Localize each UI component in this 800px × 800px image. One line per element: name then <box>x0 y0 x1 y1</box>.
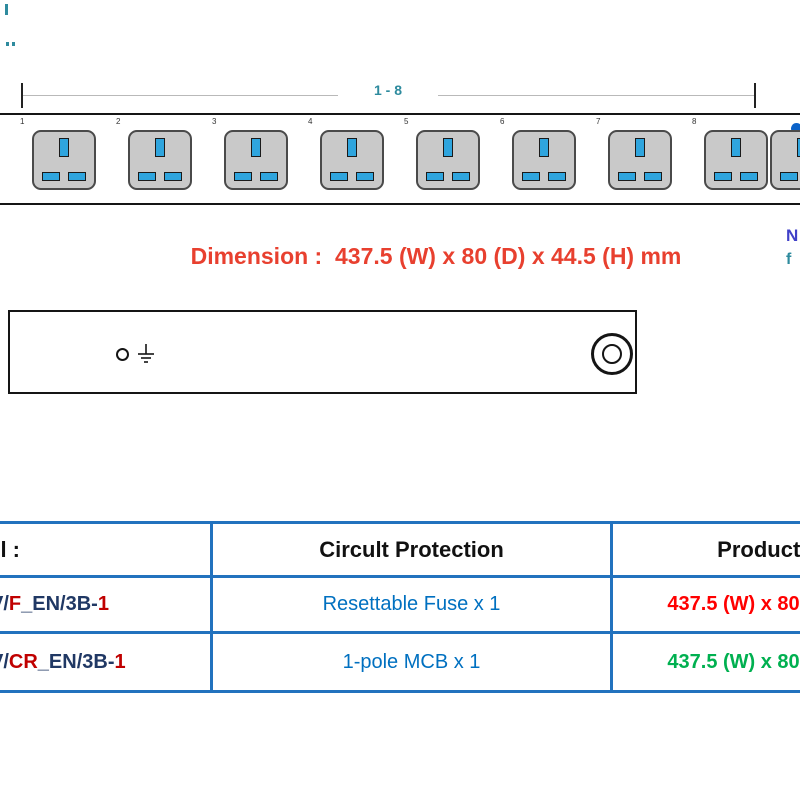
socket-number: 7 <box>596 117 601 126</box>
line-slot <box>42 172 60 181</box>
spec-table: Model : Circult Protection Product Dimen… <box>0 521 800 693</box>
model-number-row-1: V/F_EN/3B-1 <box>0 593 109 616</box>
neutral-slot <box>452 172 470 181</box>
header-dimension-label: Product Dimension <box>717 536 800 562</box>
model-cell-row-1: V/F_EN/3B-1 <box>0 578 213 634</box>
cropped-text-fragment-top: N <box>786 226 799 245</box>
dimension-value-row-2: 437.5 (W) x 80 (D) x 44.5 (H) mm <box>667 650 800 673</box>
line-slot <box>714 172 732 181</box>
neutral-slot <box>68 172 86 181</box>
socket-range-label: 1 - 8 <box>338 82 438 98</box>
model-segment: V/ <box>0 593 9 615</box>
model-segment: F <box>8 593 22 615</box>
socket-number: 5 <box>404 117 409 126</box>
neutral-slot <box>164 172 182 181</box>
earth-slot <box>797 138 800 157</box>
uk-socket <box>128 130 192 190</box>
protection-value-row-1: Resettable Fuse x 1 <box>322 593 501 615</box>
dimension-cell-row-1: 437.5 (W) x 80 (D) x 44.5 (H) mm <box>613 578 800 634</box>
neutral-slot <box>740 172 758 181</box>
dimension-tick-right <box>754 83 756 108</box>
header-protection-label: Circult Protection <box>319 536 504 562</box>
line-slot <box>780 172 798 181</box>
dimension-cell-row-2: 437.5 (W) x 80 (D) x 44.5 (H) mm <box>613 634 800 690</box>
line-slot <box>330 172 348 181</box>
model-segment: 1 <box>114 650 126 673</box>
socket-number: 2 <box>116 117 121 126</box>
earth-slot <box>251 138 261 157</box>
uk-socket <box>512 130 576 190</box>
earth-slot <box>443 138 453 157</box>
uk-socket <box>608 130 672 190</box>
earth-slot <box>347 138 357 157</box>
model-segment: _EN/3B- <box>37 650 115 673</box>
cropped-text-fragment-bottom: f <box>786 251 792 268</box>
uk-socket <box>704 130 768 190</box>
cropped-mark-top <box>5 4 8 15</box>
uk-socket <box>224 130 288 190</box>
neutral-slot <box>356 172 374 181</box>
protection-value-row-2: 1-pole MCB x 1 <box>342 650 481 673</box>
neutral-slot <box>548 172 566 181</box>
dimension-caption: Dimension : 437.5 (W) x 80 (D) x 44.5 (H… <box>190 243 682 269</box>
model-segment: _EN/3B- <box>21 593 98 615</box>
protection-cell-row-2: 1-pole MCB x 1 <box>213 634 613 690</box>
power-inlet-icon <box>591 333 633 375</box>
header-product-dimension: Product Dimension <box>613 524 800 578</box>
dimension-value-row-1: 437.5 (W) x 80 (D) x 44.5 (H) mm <box>667 593 800 615</box>
header-circuit-protection: Circult Protection <box>213 524 613 578</box>
power-inlet-inner-ring <box>602 344 622 364</box>
earth-slot <box>731 138 741 157</box>
dimension-tick-left <box>21 83 23 108</box>
ground-icon <box>138 344 154 363</box>
cropped-mark-dot-1 <box>6 42 9 46</box>
model-segment: CR <box>8 650 38 673</box>
line-slot <box>618 172 636 181</box>
screw-icon <box>116 348 129 361</box>
socket-number: 3 <box>212 117 217 126</box>
uk-socket <box>32 130 96 190</box>
line-slot <box>522 172 540 181</box>
earth-slot <box>155 138 165 157</box>
uk-socket <box>320 130 384 190</box>
earth-slot <box>59 138 69 157</box>
cropped-mark-dot-2 <box>12 42 15 46</box>
uk-socket <box>416 130 480 190</box>
model-segment: 1 <box>97 593 109 615</box>
earth-slot <box>635 138 645 157</box>
line-slot <box>426 172 444 181</box>
socket-number: 4 <box>308 117 313 126</box>
earth-slot <box>539 138 549 157</box>
line-slot <box>138 172 156 181</box>
model-number-row-2: V/CR_EN/3B-1 <box>0 651 126 674</box>
model-segment: V/ <box>0 650 9 673</box>
socket-strip: 1 2 3 4 5 6 7 8 <box>0 113 800 205</box>
led-indicator <box>791 123 800 134</box>
neutral-slot <box>644 172 662 181</box>
line-slot <box>234 172 252 181</box>
header-model: Model : <box>0 524 213 578</box>
socket-number: 6 <box>500 117 505 126</box>
uk-socket <box>770 130 800 190</box>
neutral-slot <box>260 172 278 181</box>
socket-number: 8 <box>692 117 697 126</box>
socket-number: 1 <box>20 117 25 126</box>
rear-panel <box>8 310 637 394</box>
header-model-label: Model : <box>0 536 20 562</box>
protection-cell-row-1: Resettable Fuse x 1 <box>213 578 613 634</box>
model-cell-row-2: V/CR_EN/3B-1 <box>0 634 213 690</box>
